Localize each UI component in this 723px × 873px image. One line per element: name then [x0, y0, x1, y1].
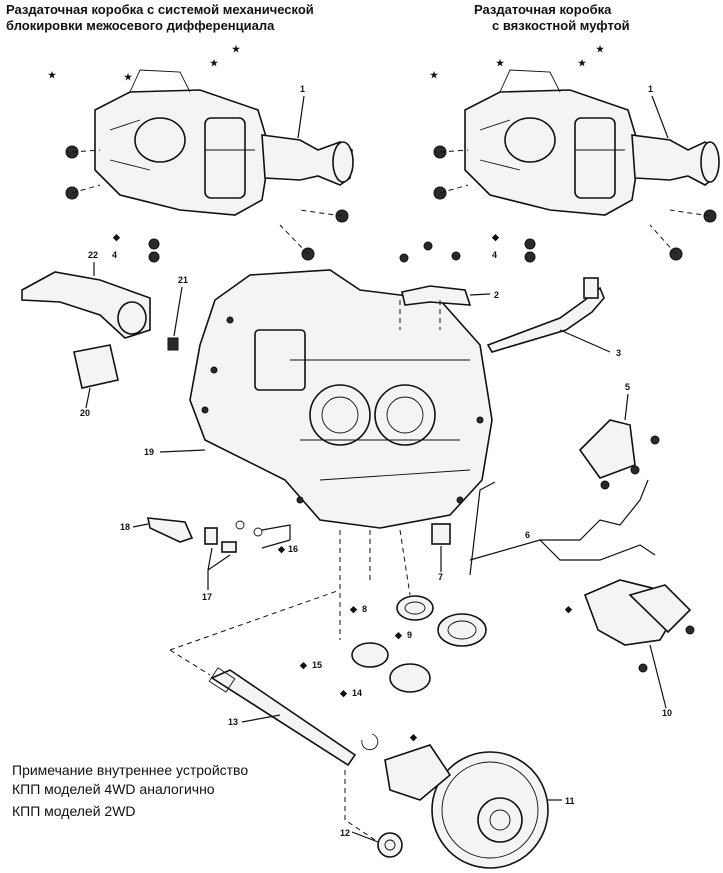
left-diamond: ◆	[112, 232, 121, 242]
callout-20: 20	[80, 408, 90, 418]
callout-12: 12	[340, 828, 350, 838]
left-header-line2: блокировки межосевого дифференциала	[6, 18, 275, 33]
left-star-2: ★	[124, 72, 133, 82]
gear-assembly: 11 ◆ 12	[340, 732, 575, 869]
left-transfer-case: 1 4 ◆ ★ ★ ★ ★	[48, 44, 354, 263]
callout-13: 13	[228, 717, 238, 727]
left-lower-parts: 18 17 ◆ 16	[120, 517, 298, 602]
callout-21: 21	[178, 275, 188, 285]
left-brackets: 22 20 21	[21, 250, 188, 418]
left-star-4: ★	[232, 44, 241, 54]
callout-9: 9	[407, 630, 412, 640]
callout-left-1: 1	[300, 84, 305, 94]
right-header-line2: с вязкостной муфтой	[492, 18, 630, 33]
left-header-line1: Раздаточная коробка с системой механичес…	[6, 2, 314, 17]
diamond-gear: ◆	[409, 732, 418, 742]
left-star-3: ★	[210, 58, 219, 68]
callout-5: 5	[625, 382, 630, 392]
callout-22: 22	[88, 250, 98, 260]
callout-11: 11	[565, 796, 575, 806]
right-header-line1: Раздаточная коробка	[474, 2, 612, 17]
callout-18: 18	[120, 522, 130, 532]
note-line3: КПП моделей 2WD	[12, 803, 136, 819]
callout-7: 7	[438, 572, 443, 582]
callout-right-1: 1	[648, 84, 653, 94]
right-star-4: ★	[596, 44, 605, 54]
diamond-14: ◆	[339, 688, 348, 698]
callout-14: 14	[352, 688, 362, 698]
right-transfer-case: 1 4 ◆ ★ ★ ★ ★	[430, 44, 720, 263]
right-side-parts: 5 6 7 10 ◆	[431, 382, 695, 718]
callout-6: 6	[525, 530, 530, 540]
right-star-3: ★	[578, 58, 587, 68]
callout-17: 17	[202, 592, 212, 602]
diamond-9: ◆	[394, 630, 403, 640]
note-line2: КПП моделей 4WD аналогично	[12, 781, 215, 797]
upper-right-parts: 2 3	[399, 241, 621, 358]
diamond-15: ◆	[299, 660, 308, 670]
bearings: ◆ 8 ◆ 9 ◆ 15 ◆ 14	[299, 529, 487, 698]
callout-10: 10	[662, 708, 672, 718]
left-star-1: ★	[48, 70, 57, 80]
right-star-2: ★	[496, 58, 505, 68]
right-star-1: ★	[430, 70, 439, 80]
callout-3: 3	[616, 348, 621, 358]
callout-16: 16	[288, 544, 298, 554]
callout-left-4: 4	[112, 250, 117, 260]
callout-15: 15	[312, 660, 322, 670]
note-line1: Примечание внутреннее устройство	[12, 762, 248, 778]
callout-right-4: 4	[492, 250, 497, 260]
callout-2: 2	[494, 290, 499, 300]
transmission-case: 19	[144, 269, 493, 529]
shaft: 13	[169, 589, 357, 767]
callout-8: 8	[362, 604, 367, 614]
diamond-8: ◆	[349, 604, 358, 614]
diamond-16: ◆	[277, 544, 286, 554]
right-diamond-2: ◆	[564, 604, 573, 614]
callout-19: 19	[144, 447, 154, 457]
right-diamond: ◆	[491, 232, 500, 242]
